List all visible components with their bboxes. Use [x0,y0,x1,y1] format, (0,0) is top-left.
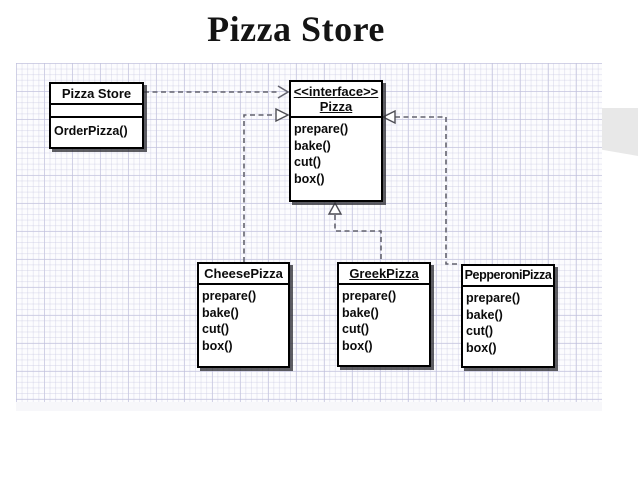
class-name: Pizza Store [51,84,142,105]
class-methods: OrderPizza() [51,118,142,147]
class-box-pepperoni-pizza: PepperoniPizza prepare() bake() cut() bo… [461,264,555,368]
class-name-text: GreekPizza [349,266,419,281]
class-attributes-empty [51,105,142,118]
dependency-arrow-pizzastore-to-pizza [144,85,290,99]
connector-layer [144,85,460,265]
realization-arrow-pepperonipizza-to-pizza [381,109,460,265]
method-item: cut() [466,324,494,338]
method-item: cut() [294,155,322,169]
stereotype-label: <<interface>> [293,84,379,99]
method-item: prepare() [342,289,397,303]
class-name: <<interface>> Pizza [291,82,381,118]
class-methods: prepare() bake() cut() box() [339,285,429,365]
class-box-pizza-interface: <<interface>> Pizza prepare() bake() cut… [289,80,383,202]
class-name: PepperoniPizza [463,266,553,287]
class-box-greek-pizza: GreekPizza prepare() bake() cut() box() [337,262,431,367]
realization-arrow-greekpizza-to-pizza [327,201,382,262]
class-methods: prepare() bake() cut() box() [291,118,381,200]
method-item: cut() [202,322,230,336]
method-item: prepare() [466,291,521,305]
class-methods: prepare() bake() cut() box() [463,287,553,366]
page-title: Pizza Store [207,9,385,49]
method-item: bake() [294,138,331,153]
class-box-pizza-store: Pizza Store OrderPizza() [49,82,144,149]
class-name: GreekPizza [339,264,429,285]
method-item: bake() [466,307,503,322]
method-item: box() [342,338,373,353]
realization-arrow-cheesepizza-to-pizza [243,107,290,262]
method-item: box() [202,338,233,353]
method-item: OrderPizza() [54,124,128,138]
method-item: cut() [342,322,370,336]
class-box-cheese-pizza: CheesePizza prepare() bake() cut() box() [197,262,290,368]
interface-name: Pizza [319,99,353,114]
method-item: box() [294,171,325,186]
method-item: bake() [342,305,379,320]
method-item: prepare() [294,122,349,136]
side-tab-decoration [602,108,638,156]
class-name: CheesePizza [199,264,288,285]
method-item: bake() [202,305,239,320]
canvas-bottom-edge [16,402,602,411]
method-item: box() [466,340,497,355]
method-item: prepare() [202,289,257,303]
class-methods: prepare() bake() cut() box() [199,285,288,366]
